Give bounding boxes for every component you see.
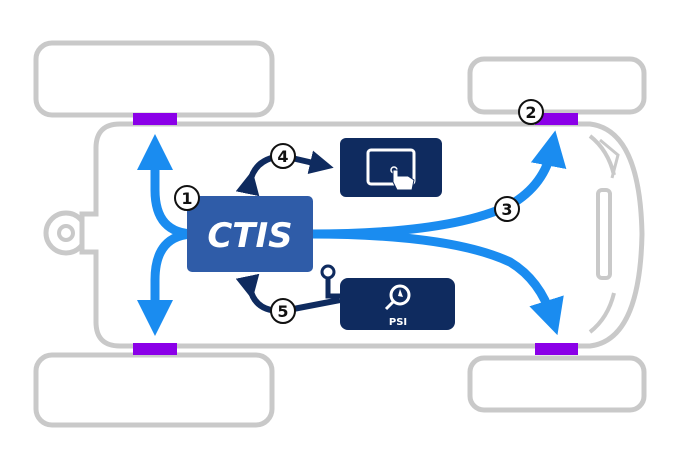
callout-3: 3 <box>494 196 520 222</box>
air-line-rear-right <box>137 229 196 336</box>
air-line-front-right <box>309 229 564 336</box>
valve-front-left <box>535 113 578 125</box>
callout-5: 5 <box>270 298 296 324</box>
air-lines <box>137 130 567 336</box>
callout-4: 4 <box>270 143 296 169</box>
svg-text:3: 3 <box>501 200 512 219</box>
pressure-sensor-unit: PSI <box>320 264 455 330</box>
callout-2: 2 <box>518 99 544 125</box>
wheel-front-left <box>467 56 647 115</box>
valve-rear-right <box>133 343 177 355</box>
svg-text:1: 1 <box>181 189 192 208</box>
valve-rear-left <box>133 113 177 125</box>
pressure-gauge-magnifier-icon <box>384 284 411 311</box>
svg-text:5: 5 <box>277 302 288 321</box>
valve-front-right <box>535 343 578 355</box>
wheel-front-right <box>467 355 647 413</box>
svg-text:2: 2 <box>525 103 536 122</box>
callout-1: 1 <box>174 185 200 211</box>
svg-text:4: 4 <box>277 147 288 166</box>
ctis-unit: CTIS <box>187 196 313 272</box>
wheel-rear-right <box>33 352 275 428</box>
touchscreen-tablet-icon <box>366 148 416 191</box>
ctis-label: CTIS <box>207 216 292 256</box>
wheel-rear-left <box>33 40 275 118</box>
psi-label: PSI <box>389 317 407 328</box>
display-unit <box>340 138 442 197</box>
